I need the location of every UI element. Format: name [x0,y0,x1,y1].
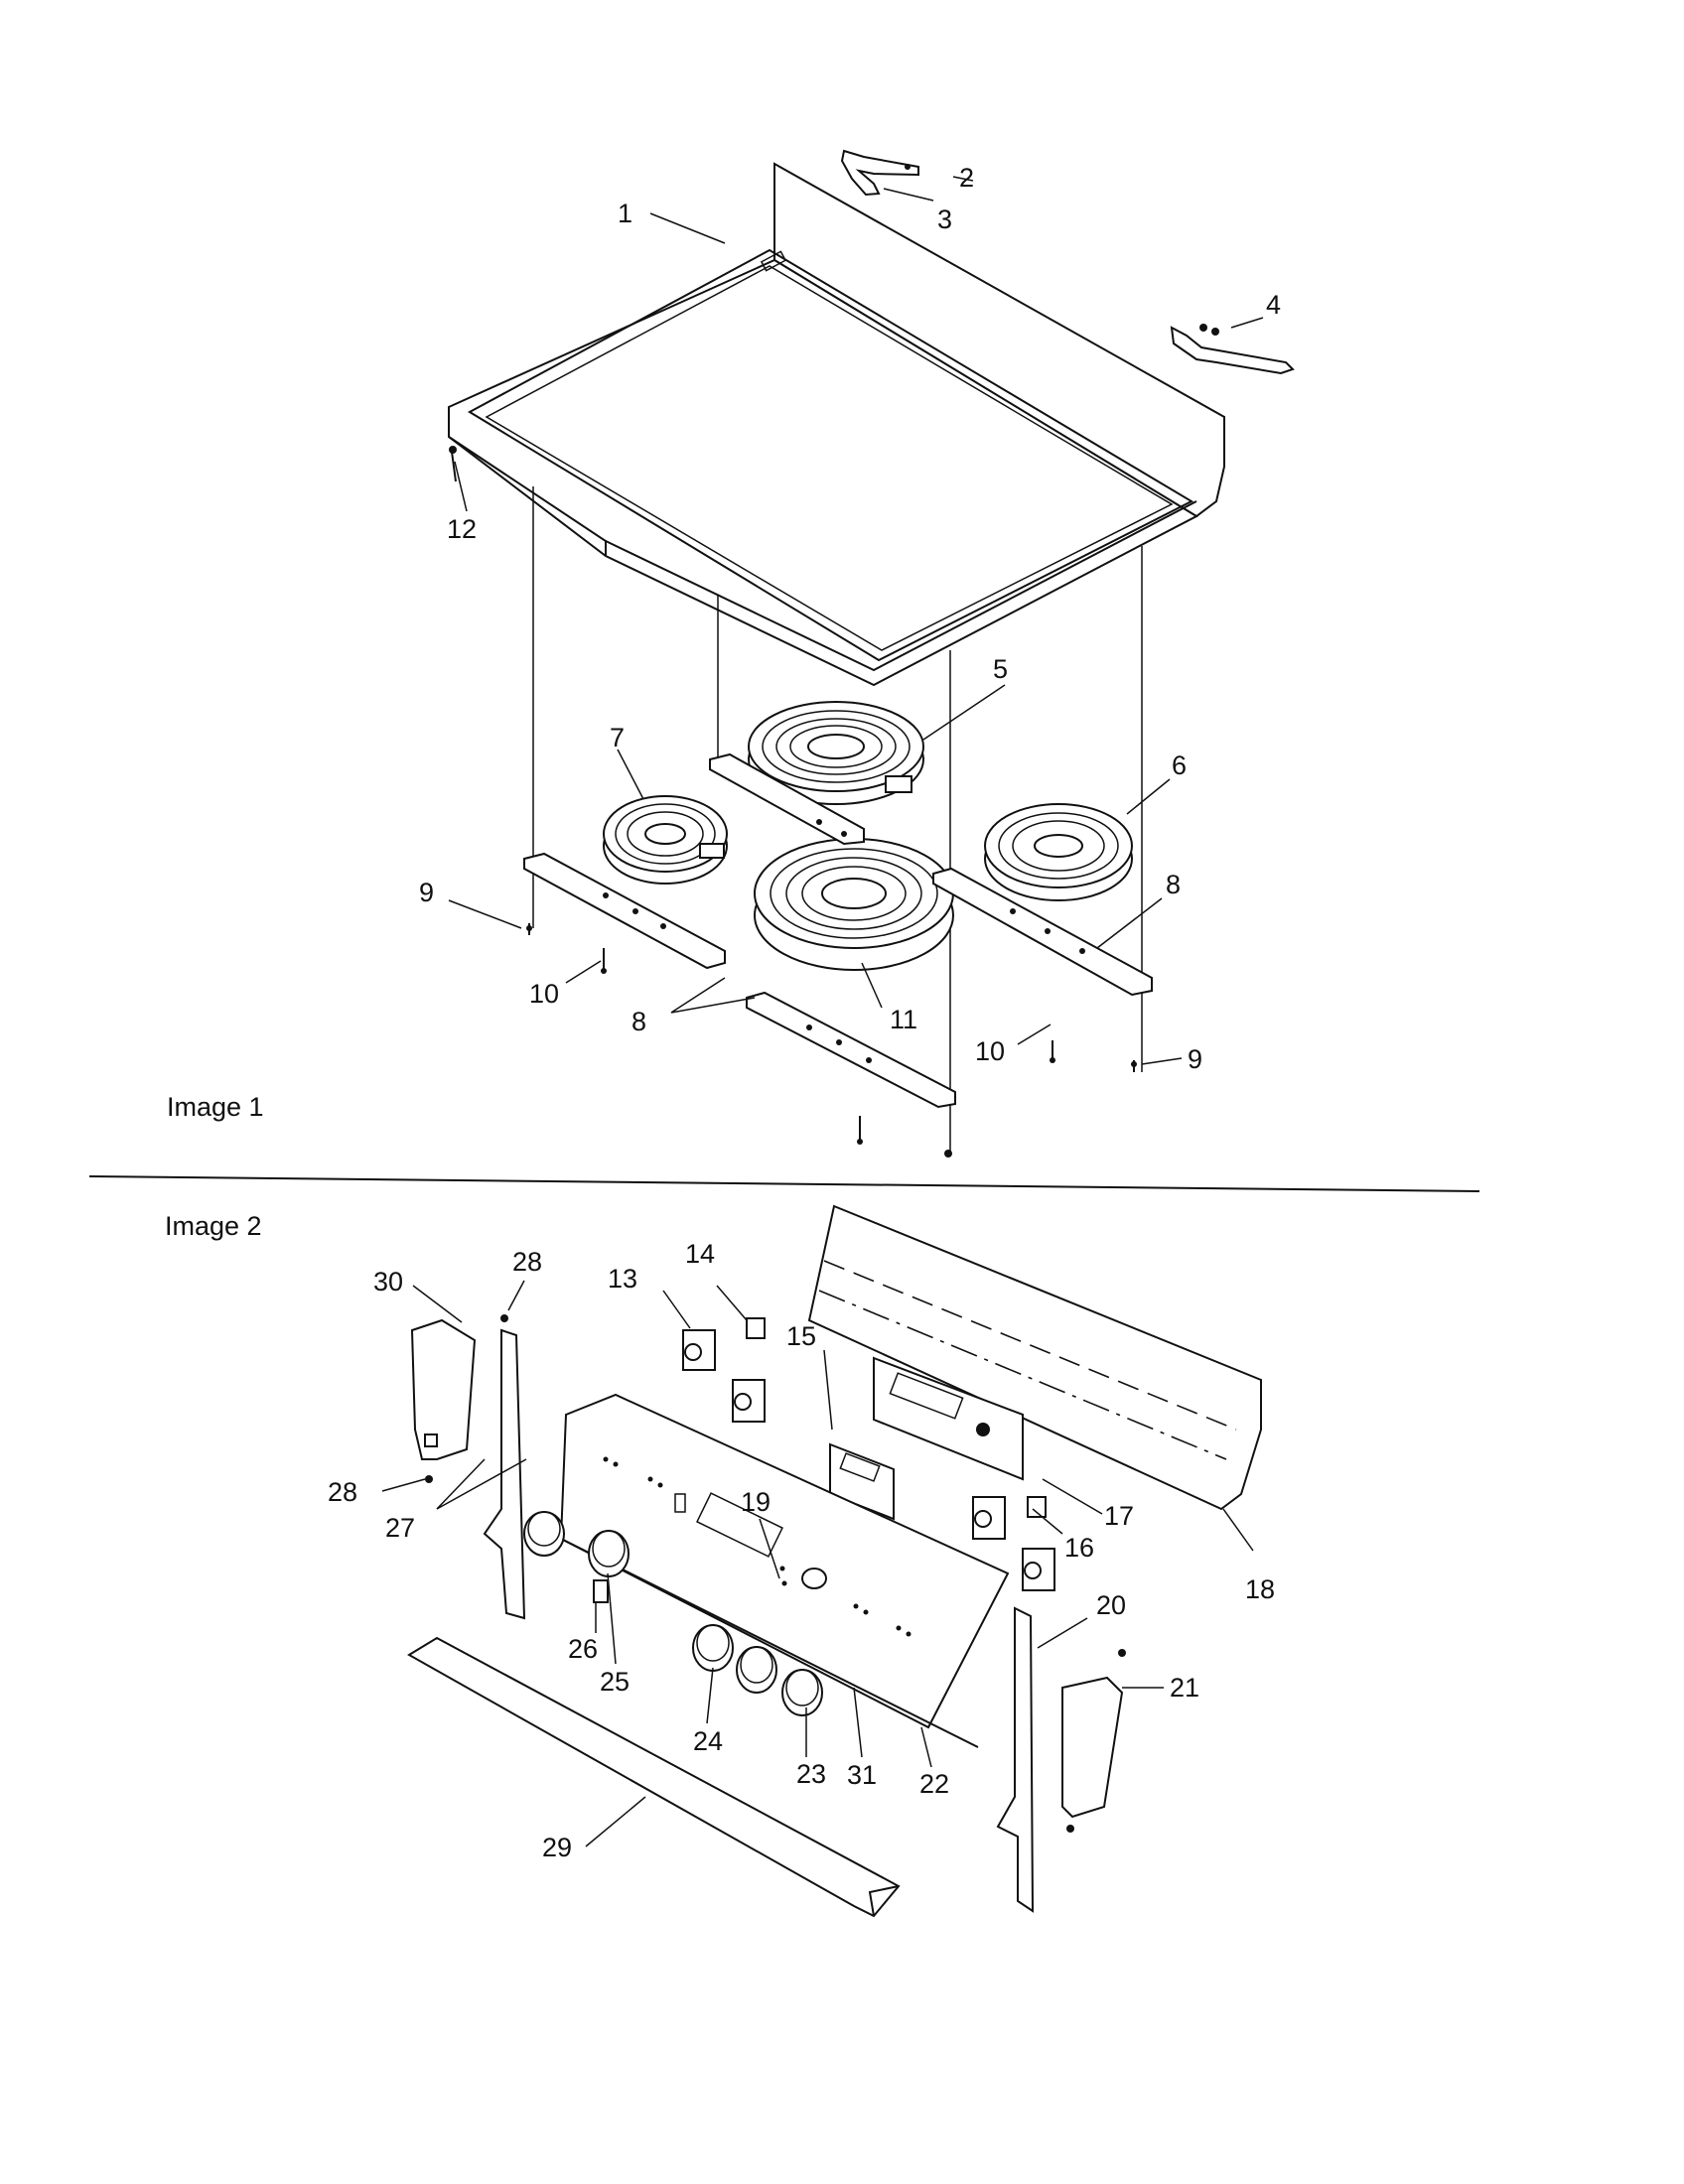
callout-12: 12 [447,514,477,544]
callout-8-right: 8 [1166,870,1181,899]
callout-14: 14 [685,1239,715,1269]
section-divider [88,1175,1480,1192]
callout-8-pair: 8 [632,1007,646,1036]
callout-6: 6 [1172,751,1187,780]
callout-27: 27 [385,1513,415,1543]
callout-28-side: 28 [328,1477,357,1507]
callout-24: 24 [693,1726,723,1756]
callout-3: 3 [937,205,952,234]
hinge-bracket-left [840,149,919,197]
image1-label: Image 1 [167,1092,264,1122]
rear-panel-18 [807,1204,1262,1511]
infinite-switches [682,1317,1055,1591]
callout-20: 20 [1096,1590,1126,1620]
burner-element-6 [984,803,1133,901]
callout-17: 17 [1104,1501,1134,1531]
callout-9-right: 9 [1188,1044,1202,1074]
callout-25: 25 [600,1667,630,1697]
callout-21: 21 [1170,1673,1199,1703]
callout-26: 26 [568,1634,598,1664]
support-bracket-front [746,991,956,1109]
screw-12 [449,446,457,482]
callout-15: 15 [786,1321,816,1351]
callout-23: 23 [796,1759,826,1789]
callout-16: 16 [1064,1533,1094,1563]
callout-9-left: 9 [419,878,434,907]
callout-18: 18 [1245,1574,1275,1604]
support-bracket-left [523,852,726,970]
control-knobs [523,1511,823,1716]
callout-11: 11 [890,1005,917,1034]
screws-image1 [526,923,1137,1158]
callout-7: 7 [610,723,625,752]
callout-13: 13 [608,1264,637,1294]
trim-strip-29 [407,1636,901,1918]
callout-19: 19 [741,1487,771,1517]
end-cap-right [1061,1676,1124,1819]
callout-29: 29 [542,1833,572,1862]
callout-10-right: 10 [975,1036,1005,1066]
callout-1: 1 [618,199,632,228]
callout-labels: 1 2 3 4 5 6 7 8 8 9 9 10 10 11 12 13 14 … [328,163,1281,1862]
callout-22: 22 [919,1769,949,1799]
image2-label: Image 2 [165,1211,262,1241]
display-board [873,1356,1024,1481]
support-bracket-center [709,752,865,846]
callout-5: 5 [993,654,1008,684]
callout-28-top: 28 [512,1247,542,1277]
support-bracket-right [932,867,1153,997]
leader-lines [381,176,1264,1847]
small-parts-image2 [425,1314,1126,1833]
control-panel-22 [559,1393,1010,1748]
callout-2: 2 [959,163,974,193]
burner-element-11 [754,838,954,971]
hinge-bracket-right [1170,324,1295,375]
cooktop-assembly [448,162,1225,1152]
callout-4: 4 [1266,290,1281,320]
side-bracket-right [996,1606,1035,1913]
callout-30: 30 [373,1267,403,1297]
burner-element-5 [748,701,924,805]
end-cap-left [410,1318,477,1460]
callout-31: 31 [847,1760,877,1790]
side-bracket-left [483,1328,526,1620]
callout-10-left: 10 [529,979,559,1009]
burner-element-7 [603,795,728,885]
